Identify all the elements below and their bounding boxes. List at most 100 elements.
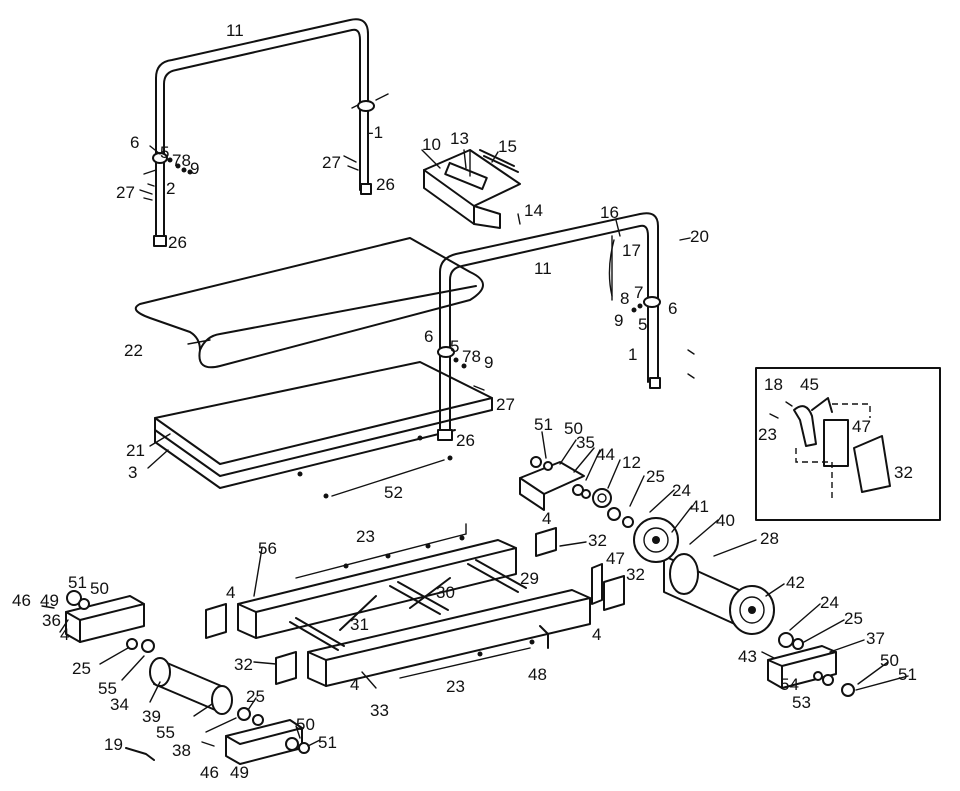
callout-51: 51 xyxy=(318,733,337,752)
callout-2: 2 xyxy=(166,179,175,198)
callout-37: 37 xyxy=(866,629,885,648)
callout-13: 13 xyxy=(450,129,469,148)
callout-14: 14 xyxy=(524,201,543,220)
handrail-left xyxy=(139,18,389,247)
callout-50: 50 xyxy=(90,579,109,598)
handrail-right xyxy=(437,212,695,441)
callout-47: 47 xyxy=(606,549,625,568)
callout-4: 4 xyxy=(592,625,601,644)
callout-45: 45 xyxy=(800,375,819,394)
callout-11: 11 xyxy=(226,21,244,40)
rear-roller-assembly xyxy=(41,590,310,765)
callout-15: 15 xyxy=(498,137,517,156)
callout-23: 23 xyxy=(356,527,375,546)
callout-35: 35 xyxy=(576,433,595,452)
callout-27: 27 xyxy=(322,153,341,172)
callout-26: 26 xyxy=(456,431,475,450)
callout-32: 32 xyxy=(588,531,607,550)
callout-4: 4 xyxy=(60,625,69,644)
callout-25: 25 xyxy=(646,467,665,486)
callout-55: 55 xyxy=(156,723,175,742)
callout-1: -1 xyxy=(368,123,383,142)
front-bracket-group xyxy=(519,456,634,528)
callout-39: 39 xyxy=(142,707,161,726)
callout-36: 36 xyxy=(42,611,61,630)
callout-18: 18 xyxy=(764,375,783,394)
frame xyxy=(205,523,625,687)
callout-29: 29 xyxy=(520,569,539,588)
callout-47: 47 xyxy=(852,417,871,436)
callout-6: 6 xyxy=(668,299,677,318)
callout-53: 53 xyxy=(792,693,811,712)
callout-44: 44 xyxy=(596,445,615,464)
callout-7: 7 xyxy=(634,283,643,302)
callout-20: 20 xyxy=(690,227,709,246)
callout-34: 34 xyxy=(110,695,129,714)
callout-8: 8 xyxy=(620,289,629,308)
callout-49: 49 xyxy=(40,591,59,610)
callout-78: 78 xyxy=(172,151,191,170)
callout-52: 52 xyxy=(384,483,403,502)
callout-1: 1 xyxy=(628,345,637,364)
control-console xyxy=(423,149,521,229)
callout-22: 22 xyxy=(124,341,143,360)
callout-4: 4 xyxy=(226,583,235,602)
callout-50: 50 xyxy=(564,419,583,438)
callout-19: 19 xyxy=(104,735,123,754)
callout-10: 10 xyxy=(422,135,441,154)
front-roller xyxy=(633,517,775,635)
callout-12: 12 xyxy=(622,453,641,472)
callout-25: 25 xyxy=(246,687,265,706)
callout-11: 11 xyxy=(534,259,552,278)
callout-24: 24 xyxy=(672,481,691,500)
callout-51: 51 xyxy=(898,665,917,684)
callout-17: 17 xyxy=(622,241,641,260)
callout-9: 9 xyxy=(614,311,623,330)
callout-27: 27 xyxy=(116,183,135,202)
callout-46: 46 xyxy=(12,591,31,610)
callout-25: 25 xyxy=(844,609,863,628)
callout-24: 24 xyxy=(820,593,839,612)
callout-32: 32 xyxy=(894,463,913,482)
callout-16: 16 xyxy=(600,203,619,222)
callout-32: 32 xyxy=(626,565,645,584)
callout-26: 26 xyxy=(376,175,395,194)
callout-25: 25 xyxy=(72,659,91,678)
callout-78: 78 xyxy=(462,347,481,366)
callout-21: 21 xyxy=(126,441,145,460)
callout-26: 26 xyxy=(168,233,187,252)
callout-labels: 11 6 5 78 9 2 27 26 -1 27 26 10 13 15 14… xyxy=(12,21,917,782)
callout-31: 31 xyxy=(350,615,369,634)
callout-32: 32 xyxy=(234,655,253,674)
callout-5: 5 xyxy=(450,337,459,356)
callout-23: 23 xyxy=(446,677,465,696)
callout-23: 23 xyxy=(758,425,777,444)
callout-27: 27 xyxy=(496,395,515,414)
callout-48: 48 xyxy=(528,665,547,684)
callout-49: 49 xyxy=(230,763,249,782)
callout-4: 4 xyxy=(542,509,551,528)
callout-5: 5 xyxy=(638,315,647,334)
callout-3: 3 xyxy=(128,463,137,482)
inset-detail xyxy=(755,367,941,521)
callout-9: 9 xyxy=(484,353,493,372)
callout-43: 43 xyxy=(738,647,757,666)
rear-right-bracket xyxy=(761,632,855,697)
callout-51: 51 xyxy=(68,573,87,592)
callout-55: 55 xyxy=(98,679,117,698)
callout-38: 38 xyxy=(172,741,191,760)
callout-56: 56 xyxy=(258,539,277,558)
callout-33: 33 xyxy=(370,701,389,720)
callout-54: 54 xyxy=(780,675,799,694)
callout-28: 28 xyxy=(760,529,779,548)
callout-51: 51 xyxy=(534,415,553,434)
callout-50: 50 xyxy=(296,715,315,734)
deck-and-board xyxy=(154,361,493,499)
callout-40: 40 xyxy=(716,511,735,530)
callout-41: 41 xyxy=(690,497,709,516)
leader-lines xyxy=(59,145,909,747)
callout-6: 6 xyxy=(130,133,139,152)
callout-9: 9 xyxy=(190,159,199,178)
walking-belt xyxy=(134,237,484,369)
